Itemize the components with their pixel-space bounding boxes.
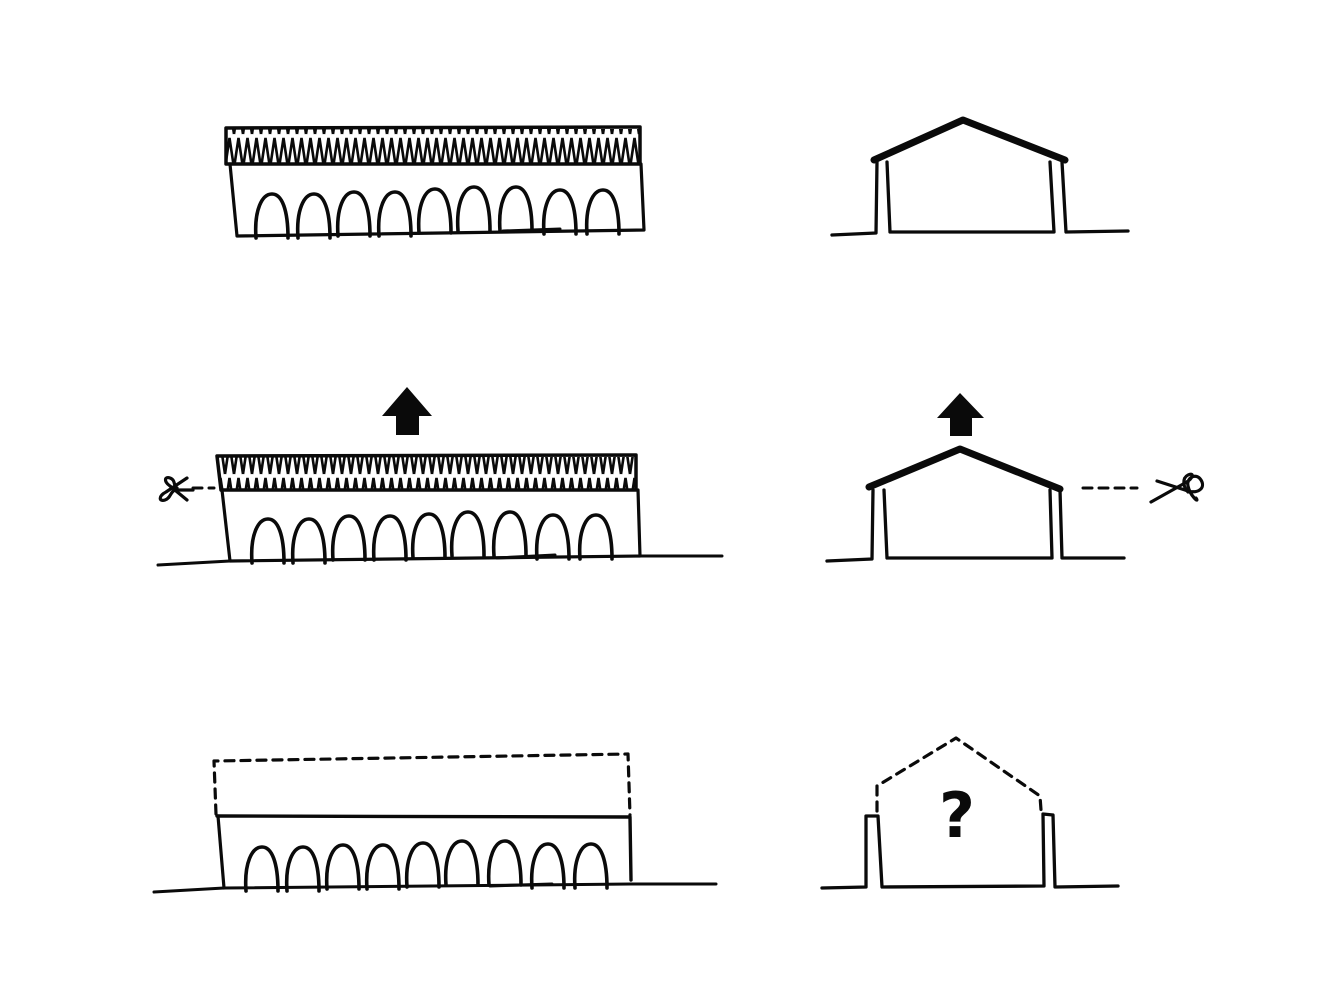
up-arrow-icon (937, 393, 984, 436)
section-walls-ground (825, 488, 1126, 563)
arcade-wall (216, 814, 226, 890)
scissors-icon (158, 475, 195, 502)
row-2-elevation (156, 387, 724, 567)
ground-line (152, 882, 718, 894)
pitched-roof-solid (865, 445, 1064, 493)
section-walls-ground (820, 812, 1120, 890)
arcade-wall (228, 162, 646, 238)
row-1-elevation (224, 125, 646, 240)
roof-band-hatched (224, 125, 642, 166)
roof-band-hatched (215, 453, 638, 492)
scissors-cut-left (158, 475, 216, 502)
section-walls-ground (830, 160, 1130, 237)
arcade-wall-top (215, 814, 633, 882)
row-2-section (825, 393, 1205, 563)
scissors-cut-right (1081, 472, 1205, 504)
pitched-roof-solid (870, 116, 1069, 164)
row-3-section (820, 736, 1120, 890)
roof-dashed-gable (875, 736, 1043, 813)
arcade-wall (220, 488, 642, 563)
scissors-icon (1149, 472, 1205, 504)
row-3-elevation (152, 752, 718, 894)
row-1-section (830, 116, 1130, 237)
roof-volume-dashed (212, 752, 632, 817)
ground-line (156, 554, 724, 567)
up-arrow-icon (382, 387, 432, 435)
question-mark-label: ? (939, 779, 975, 852)
arches (249, 510, 614, 565)
